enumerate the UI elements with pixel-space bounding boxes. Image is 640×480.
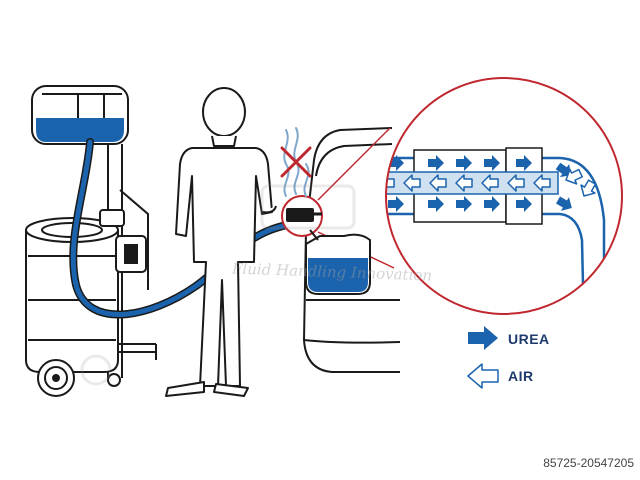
outline-left-arrow-icon	[467, 363, 499, 389]
operator-figure	[165, 87, 277, 397]
filler-neck-zoom	[281, 127, 395, 269]
urea-flow-arrows	[388, 155, 572, 212]
air-flow-arrows	[386, 168, 597, 197]
watermark-logo	[80, 184, 356, 386]
pump-unit	[99, 209, 147, 273]
solid-right-arrow-icon	[468, 326, 498, 350]
legend-air-label: AIR	[508, 368, 534, 384]
legend-urea-label: UREA	[508, 331, 550, 347]
trolley-wheel	[37, 359, 121, 397]
vehicle-body	[302, 127, 401, 373]
red-cross-icon	[280, 146, 312, 178]
listing-id: 85725-20547205	[543, 456, 634, 470]
vehicle-urea-tank	[305, 229, 371, 295]
nozzle-detail-circle	[385, 77, 623, 315]
legend	[467, 326, 499, 389]
dispensing-trolley	[25, 85, 157, 397]
filler-pipe	[386, 156, 606, 314]
top-reservoir-tank	[31, 85, 129, 145]
